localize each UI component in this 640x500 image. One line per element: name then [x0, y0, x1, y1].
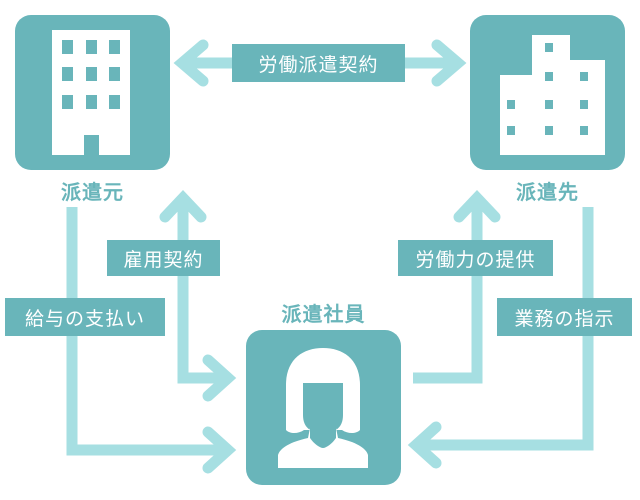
- office-building-icon: [52, 30, 130, 155]
- arrowhead-right-icon: [202, 354, 237, 402]
- arrowhead-up-icon: [453, 190, 501, 223]
- employment-contract-label: 雇用契約: [107, 240, 220, 276]
- salary-payment-label: 給与の支払い: [5, 298, 165, 336]
- employment-arrow-line: [177, 200, 226, 384]
- company-building-icon: [500, 35, 605, 155]
- female-person-icon: [278, 348, 368, 468]
- arrowhead-left-icon: [407, 421, 442, 469]
- client-label: 派遣先: [516, 180, 579, 204]
- arrowhead-right-icon: [431, 39, 467, 87]
- arrowhead-left-icon: [173, 39, 209, 87]
- instruction-arrow-line: [418, 207, 594, 451]
- dispatcher-label: 派遣元: [61, 180, 124, 204]
- arrowhead-up-icon: [159, 190, 207, 223]
- client-node: [470, 15, 625, 170]
- employee-node: [246, 330, 401, 485]
- arrowhead-right-icon: [202, 426, 237, 474]
- labor-arrow-line: [413, 200, 483, 384]
- employee-label: 派遣社員: [281, 302, 366, 326]
- work-instruction-label: 業務の指示: [497, 298, 632, 336]
- dispatcher-node: [15, 15, 170, 170]
- salary-arrow-line: [66, 207, 226, 456]
- worker-dispatch-contract-label: 労働派遣契約: [232, 44, 405, 82]
- labor-provision-label: 労働力の提供: [398, 240, 553, 276]
